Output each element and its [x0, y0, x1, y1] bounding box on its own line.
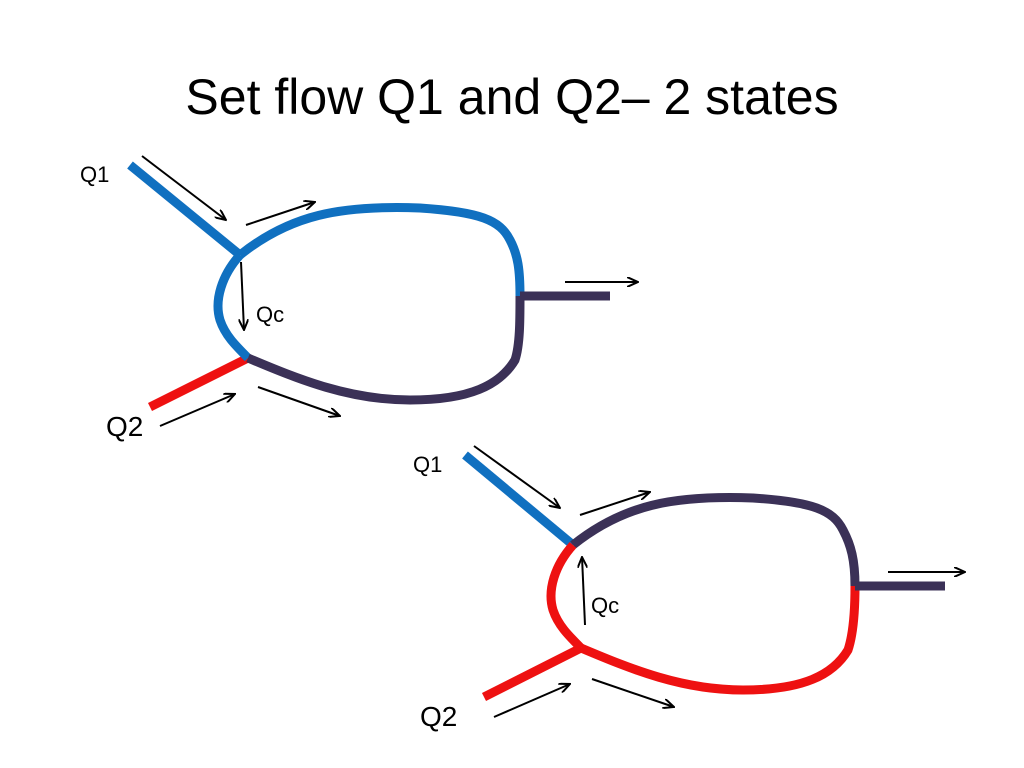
state-2-lower-flow-arrow — [591, 678, 674, 707]
state-1-qc-label: Qc — [256, 302, 284, 327]
state-1-upper-branch — [237, 203, 525, 297]
state-2-q1-inflow-arrow — [473, 445, 560, 508]
state-1-q1-inlet-pipe — [127, 161, 243, 259]
state-2-q1-inlet-pipe — [462, 451, 576, 549]
state-2-diagram: Q1 Q2 Qc — [413, 445, 965, 732]
state-2-q2-label: Q2 — [420, 701, 457, 732]
state-2-q2-inflow-arrow — [493, 684, 570, 718]
state-1-q2-inlet-pipe — [147, 353, 251, 412]
state-1-q1-inflow-arrow — [141, 155, 226, 220]
state-1-q1-label: Q1 — [80, 162, 109, 187]
state-2-qc-arrow — [582, 557, 585, 626]
state-1-lower-flow-arrow — [257, 386, 340, 416]
state-1-connector — [213, 251, 252, 362]
state-2-q1-label: Q1 — [413, 452, 442, 477]
state-2-connector — [546, 541, 585, 652]
state-1-diagram: Q1 Q2 Qc — [80, 155, 638, 442]
state-1-upper-flow-arrow — [245, 202, 315, 226]
state-1-qc-arrow — [241, 261, 244, 330]
state-2-q2-inlet-pipe — [481, 643, 584, 702]
state-2-lower-branch — [579, 585, 860, 695]
state-1-lower-branch — [246, 295, 525, 405]
state-2-upper-branch — [570, 493, 860, 587]
state-2-upper-flow-arrow — [579, 492, 650, 516]
state-2-qc-label: Qc — [591, 593, 619, 618]
slide-title: Set flow Q1 and Q2– 2 states — [185, 69, 839, 125]
state-1-q2-inflow-arrow — [159, 394, 235, 427]
state-1-q2-label: Q2 — [106, 411, 143, 442]
